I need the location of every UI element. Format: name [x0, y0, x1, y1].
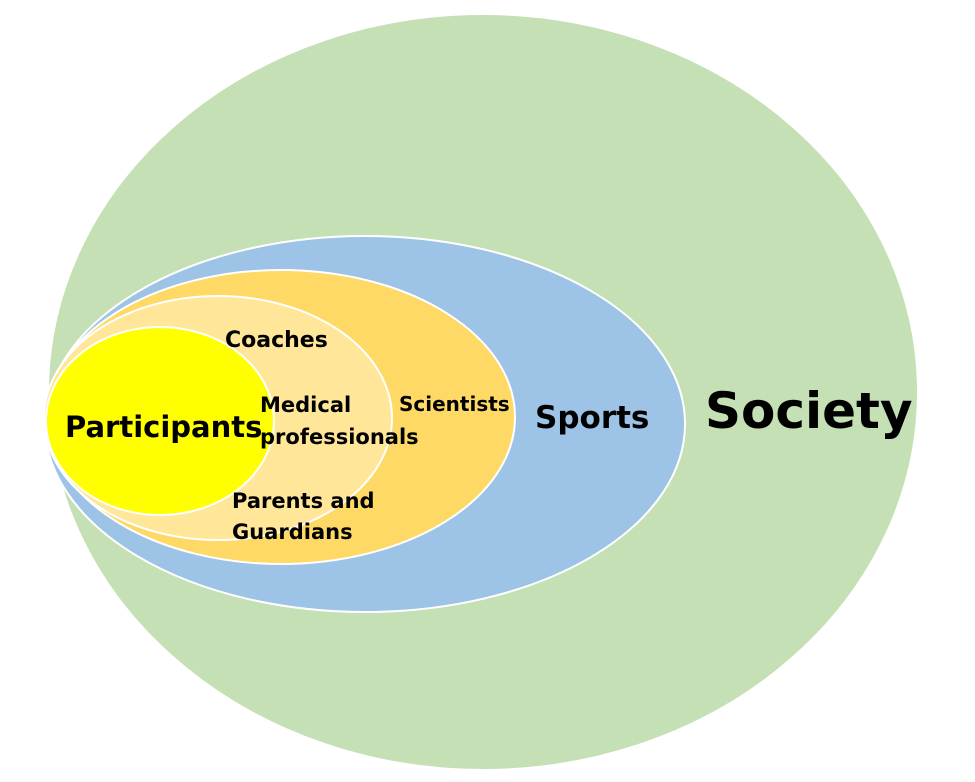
scientists-label: Scientists	[399, 392, 510, 416]
sports-label: Sports	[535, 400, 649, 436]
medical-label-line1: Medical	[260, 393, 351, 417]
participants-label: Participants	[65, 410, 262, 444]
coaches-label: Coaches	[225, 328, 328, 353]
medical-label-line2: professionals	[260, 425, 419, 449]
parents-label-line1: Parents and	[232, 489, 375, 513]
society-label: Society	[705, 382, 913, 440]
participants-ellipse	[45, 326, 275, 516]
parents-label-line2: Guardians	[232, 520, 353, 544]
